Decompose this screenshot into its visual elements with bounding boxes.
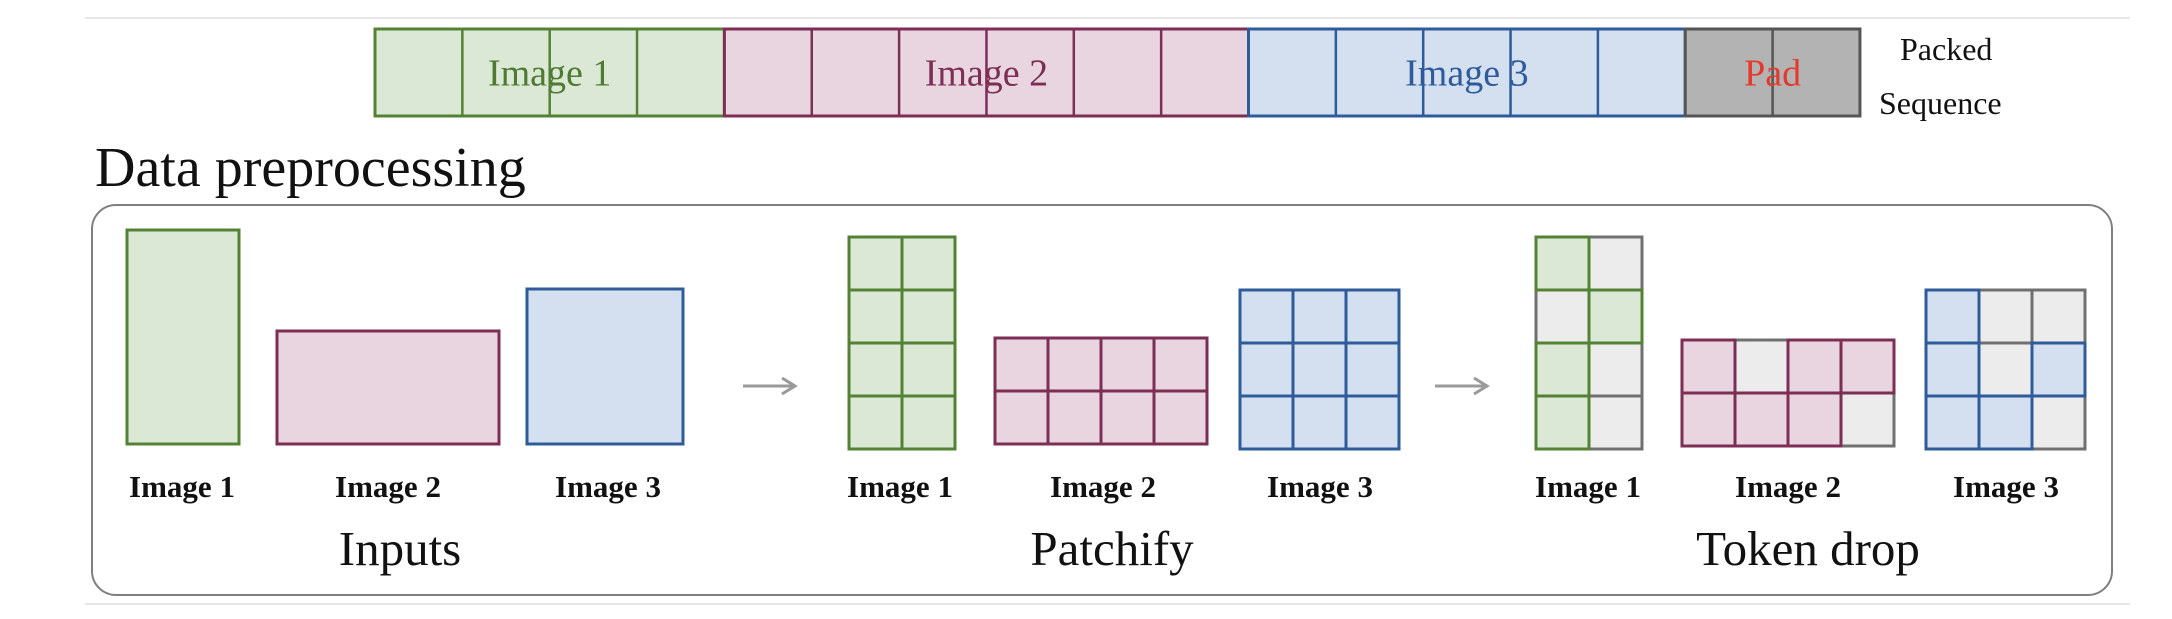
- packed-sequence-label-line1: Packed: [1900, 31, 1992, 67]
- token-cell: [847, 341, 904, 398]
- token-cell: [1587, 288, 1644, 345]
- patchify-image-2-label: Image 2: [1050, 469, 1156, 504]
- token-drop-image-1-label: Image 1: [1535, 469, 1641, 504]
- dropped-token-cell: [1587, 394, 1644, 451]
- packed-segment-label: Image 1: [488, 53, 611, 95]
- token-cell: [1238, 341, 1295, 398]
- token-cell: [1238, 288, 1295, 345]
- token-cell: [1680, 391, 1737, 448]
- dropped-token-cell: [1977, 288, 2034, 345]
- dropped-token-cell: [1733, 338, 1790, 395]
- token-cell: [1238, 394, 1295, 451]
- packed-sequence-bar: Image 1 Image 2 Image 3 Pad: [373, 27, 1862, 118]
- token-cell: [1344, 341, 1401, 398]
- token-drop-image-3-grid: [1924, 288, 2087, 451]
- arrow-right-icon: [743, 376, 798, 396]
- inputs-section: Image 1 Image 2 Image 3 Inputs: [125, 228, 685, 576]
- token-cell: [993, 336, 1050, 393]
- packed-sequence-label-line2: Sequence: [1879, 85, 2002, 121]
- dropped-token-cell: [2030, 288, 2087, 345]
- token-drop-image-3-label: Image 3: [1953, 469, 2059, 504]
- packed-segment-label: Pad: [1744, 53, 1801, 95]
- packed-segment-1: Image 1: [373, 27, 726, 118]
- patchify-image-3-grid: [1238, 288, 1401, 451]
- input-image-3: [525, 287, 685, 446]
- token-drop-section: Image 1 Image 2 Image 3 Token drop: [1534, 235, 2087, 576]
- input-image-2: [275, 329, 501, 446]
- token-cell: [993, 389, 1050, 446]
- packed-segment-label: Image 3: [1405, 53, 1528, 95]
- token-cell: [1924, 341, 1981, 398]
- token-cell: [1977, 394, 2034, 451]
- token-drop-image-1-grid: [1534, 235, 1644, 451]
- packed-segment-box: [1247, 27, 1687, 118]
- token-cell: [1786, 391, 1843, 448]
- dropped-token-cell: [1977, 341, 2034, 398]
- token-cell: [1291, 394, 1348, 451]
- token-cell: [1786, 338, 1843, 395]
- token-cell: [1291, 288, 1348, 345]
- token-cell: [1344, 394, 1401, 451]
- token-cell: [1924, 288, 1981, 345]
- token-drop-image-2-grid: [1680, 338, 1896, 448]
- token-cell: [900, 235, 957, 292]
- dropped-token-cell: [1587, 235, 1644, 292]
- input-image-1: [125, 228, 241, 446]
- patchify-image-2-grid: [993, 336, 1209, 446]
- token-cell: [847, 235, 904, 292]
- patchify-section-label: Patchify: [1030, 521, 1194, 576]
- token-cell: [2030, 341, 2087, 398]
- token-cell: [1924, 394, 1981, 451]
- token-cell: [847, 394, 904, 451]
- packed-segment-2: Image 2: [722, 27, 1250, 118]
- patchify-image-3-label: Image 3: [1267, 469, 1373, 504]
- page-title: Data preprocessing: [95, 137, 526, 199]
- token-cell: [1046, 336, 1103, 393]
- packed-segment-3: Image 3: [1247, 27, 1687, 118]
- token-cell: [1839, 338, 1896, 395]
- token-cell: [1534, 341, 1591, 398]
- token-cell: [1152, 336, 1209, 393]
- token-cell: [1099, 389, 1156, 446]
- token-cell: [1344, 288, 1401, 345]
- packed-segment-4: Pad: [1683, 27, 1862, 118]
- dropped-token-cell: [1534, 288, 1591, 345]
- token-cell: [1099, 336, 1156, 393]
- dropped-token-cell: [1587, 341, 1644, 398]
- inputs-section-label: Inputs: [339, 521, 462, 576]
- inputs-image-3-label: Image 3: [555, 469, 661, 504]
- token-cell: [847, 288, 904, 345]
- token-cell: [1291, 341, 1348, 398]
- dropped-token-cell: [2030, 394, 2087, 451]
- token-cell: [900, 288, 957, 345]
- inputs-image-1-label: Image 1: [129, 469, 235, 504]
- token-cell: [1680, 338, 1737, 395]
- dropped-token-cell: [1839, 391, 1896, 448]
- token-cell: [1152, 389, 1209, 446]
- patchify-image-1-grid: [847, 235, 957, 451]
- token-cell: [900, 341, 957, 398]
- patchify-image-1-label: Image 1: [847, 469, 953, 504]
- packed-segment-label: Image 2: [925, 53, 1048, 95]
- token-drop-section-label: Token drop: [1696, 521, 1920, 576]
- token-cell: [1046, 389, 1103, 446]
- token-cell: [1534, 235, 1591, 292]
- token-drop-image-2-label: Image 2: [1735, 469, 1841, 504]
- patchify-section: Image 1 Image 2 Image 3 Patchify: [847, 235, 1401, 576]
- token-cell: [1534, 394, 1591, 451]
- arrow-right-icon: [1435, 376, 1490, 396]
- inputs-image-2-label: Image 2: [335, 469, 441, 504]
- token-cell: [900, 394, 957, 451]
- token-cell: [1733, 391, 1790, 448]
